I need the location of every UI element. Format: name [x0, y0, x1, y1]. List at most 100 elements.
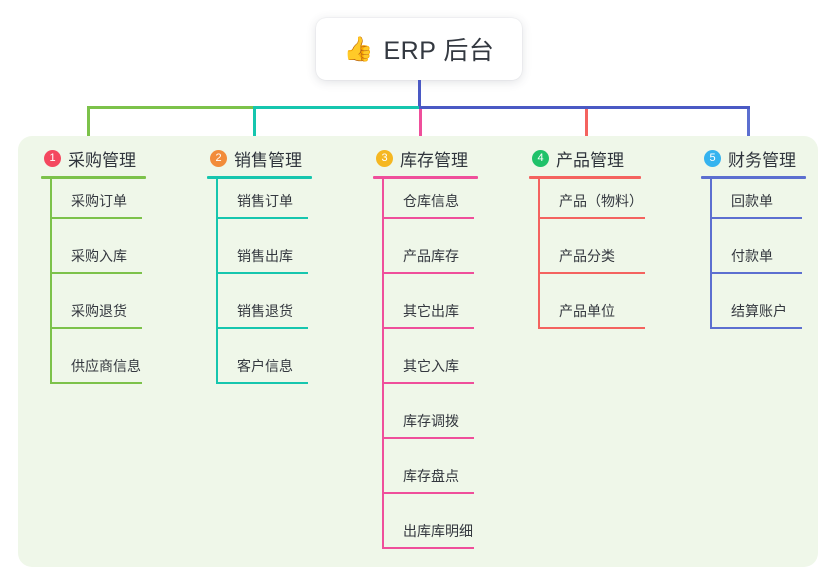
- branch-item-underline: [382, 272, 474, 274]
- branch-number-badge: 5: [704, 149, 721, 167]
- branch-number-badge: 2: [210, 149, 227, 167]
- branch-item-label: 产品库存: [403, 248, 459, 264]
- branch-header-产品管理[interactable]: 4 产品管理: [529, 145, 641, 171]
- branch-item-list: 销售订单销售出库销售退货客户信息: [207, 179, 312, 399]
- branch-item-label: 采购退货: [71, 303, 127, 319]
- branch-header-采购管理[interactable]: 1 采购管理: [41, 145, 146, 171]
- branch-item-label: 回款单: [731, 193, 773, 209]
- branch-item-label: 供应商信息: [71, 358, 141, 374]
- branch-spine: [382, 179, 384, 549]
- branch-title: 库存管理: [400, 150, 468, 170]
- branch-item-list: 产品（物料） 产品分类产品单位: [529, 179, 645, 344]
- branch-item-underline: [538, 272, 645, 274]
- branches-panel: [18, 136, 818, 567]
- branch-item-underline: [382, 437, 474, 439]
- branch-item-list: 回款单付款单结算账户: [701, 179, 806, 344]
- branch-item-label: 库存盘点: [403, 468, 459, 484]
- branch-item-list: 仓库信息产品库存其它出库其它入库库存调拨库存盘点出库库明细: [373, 179, 478, 564]
- branch-title-underline: [701, 176, 806, 179]
- branch-item[interactable]: 回款单: [701, 179, 806, 234]
- branch-title-underline: [41, 176, 146, 179]
- branch-item-underline: [382, 492, 474, 494]
- branch-item-label: 其它出库: [403, 303, 459, 319]
- branch-item[interactable]: 采购订单: [41, 179, 146, 234]
- connector-bar-segment-1: [87, 106, 256, 109]
- branch-item[interactable]: 其它出库: [373, 289, 478, 344]
- connector-drop-5: [747, 109, 750, 159]
- connector-bar-segment-2: [253, 106, 422, 109]
- branch-item-underline: [216, 272, 308, 274]
- branch-item-underline: [710, 327, 802, 329]
- branch-item[interactable]: 付款单: [701, 234, 806, 289]
- branch-item-underline: [538, 327, 645, 329]
- branch-spine: [538, 179, 540, 329]
- branch-item-label: 采购订单: [71, 193, 127, 209]
- branch-item-label: 销售退货: [237, 303, 293, 319]
- branch-item[interactable]: 供应商信息: [41, 344, 146, 399]
- branch-header-财务管理[interactable]: 5 财务管理: [701, 145, 806, 171]
- branch-item-label: 采购入库: [71, 248, 127, 264]
- branch-item-underline: [538, 217, 645, 219]
- root-connector-stem: [418, 80, 421, 109]
- branch-item-underline: [382, 217, 474, 219]
- branch-item-underline: [50, 217, 142, 219]
- branch-column-财务管理: 5 财务管理回款单付款单结算账户: [701, 145, 806, 344]
- connector-drop-4: [585, 109, 588, 159]
- thumbs-up-emoji: 👍: [343, 35, 374, 63]
- branch-item[interactable]: 产品（物料）: [529, 179, 645, 234]
- branch-item-label: 结算账户: [731, 303, 787, 319]
- branch-item-label: 其它入库: [403, 358, 459, 374]
- branch-item-underline: [50, 382, 142, 384]
- branch-title-underline: [207, 176, 312, 179]
- branch-item[interactable]: 库存调拨: [373, 399, 478, 454]
- branch-item[interactable]: 采购退货: [41, 289, 146, 344]
- branch-title: 销售管理: [234, 150, 302, 170]
- branch-item-underline: [382, 327, 474, 329]
- branch-item-underline: [382, 382, 474, 384]
- branch-item-label: 产品单位: [559, 303, 615, 319]
- branch-title-underline: [373, 176, 478, 179]
- branch-item[interactable]: 采购入库: [41, 234, 146, 289]
- branch-column-产品管理: 4 产品管理产品（物料） 产品分类产品单位: [529, 145, 645, 344]
- branch-title: 产品管理: [556, 150, 624, 170]
- branch-number-badge: 1: [44, 149, 61, 167]
- branch-item[interactable]: 其它入库: [373, 344, 478, 399]
- branch-header-销售管理[interactable]: 2 销售管理: [207, 145, 312, 171]
- branch-item-label: 库存调拨: [403, 413, 459, 429]
- branch-item-label: 仓库信息: [403, 193, 459, 209]
- branch-item[interactable]: 销售出库: [207, 234, 312, 289]
- branch-item[interactable]: 产品库存: [373, 234, 478, 289]
- branch-item-label: 销售出库: [237, 248, 293, 264]
- branch-item-underline: [50, 272, 142, 274]
- branch-number-badge: 4: [532, 149, 549, 167]
- branch-item-underline: [216, 217, 308, 219]
- branch-column-销售管理: 2 销售管理销售订单销售出库销售退货客户信息: [207, 145, 312, 399]
- branch-spine: [710, 179, 712, 329]
- branch-item[interactable]: 结算账户: [701, 289, 806, 344]
- branch-title: 采购管理: [68, 150, 136, 170]
- branch-item[interactable]: 产品单位: [529, 289, 645, 344]
- branch-item-underline: [50, 327, 142, 329]
- branch-item[interactable]: 库存盘点: [373, 454, 478, 509]
- branch-item[interactable]: 销售订单: [207, 179, 312, 234]
- connector-drop-1: [87, 109, 90, 159]
- connector-drop-2: [253, 109, 256, 159]
- branch-item-label: 客户信息: [237, 358, 293, 374]
- branch-item[interactable]: 客户信息: [207, 344, 312, 399]
- root-node-title: ERP 后台: [383, 37, 495, 65]
- branch-item[interactable]: 产品分类: [529, 234, 645, 289]
- branch-item[interactable]: 出库库明细: [373, 509, 478, 564]
- branch-item-label: 产品分类: [559, 248, 615, 264]
- branch-title-underline: [529, 176, 641, 179]
- branch-item-underline: [382, 547, 474, 549]
- branch-item-list: 采购订单采购入库采购退货供应商信息: [41, 179, 146, 399]
- branch-item-label: 销售订单: [237, 193, 293, 209]
- root-node[interactable]: 👍 ERP 后台: [316, 18, 522, 80]
- branch-item[interactable]: 仓库信息: [373, 179, 478, 234]
- branch-item[interactable]: 销售退货: [207, 289, 312, 344]
- branch-item-underline: [710, 272, 802, 274]
- branch-title: 财务管理: [728, 150, 796, 170]
